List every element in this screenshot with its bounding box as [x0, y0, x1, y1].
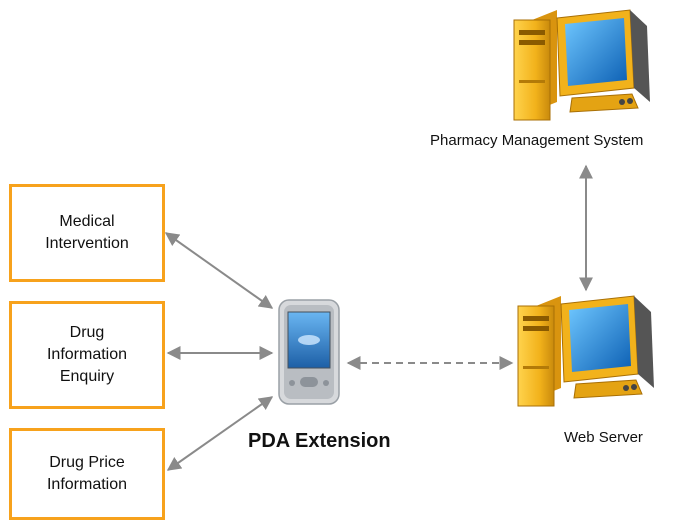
drug-information-enquiry-box: Drug Information Enquiry — [9, 301, 165, 409]
box-line: Information — [46, 476, 128, 493]
box-line: Medical — [59, 213, 115, 230]
box-line: Information — [46, 346, 128, 363]
box-line: Drug Price — [49, 454, 125, 471]
pda-extension-label: PDA Extension — [248, 430, 391, 452]
webserver-computer-icon — [517, 295, 654, 407]
arrow-price-pda — [166, 396, 274, 471]
box-line: Enquiry — [59, 368, 115, 385]
box-line: Drug — [69, 324, 105, 341]
web-server-label: Web Server — [564, 429, 643, 446]
drug-price-information-box: Drug Price Information — [9, 428, 165, 520]
box-line: Intervention — [45, 235, 129, 252]
arrow-medical-pda — [164, 232, 274, 309]
medical-intervention-box: Medical Intervention — [9, 184, 165, 282]
pharmacy-computer-icon — [513, 9, 650, 121]
pharmacy-management-system-label: Pharmacy Management System — [430, 132, 644, 149]
pda-device-icon — [278, 299, 340, 405]
